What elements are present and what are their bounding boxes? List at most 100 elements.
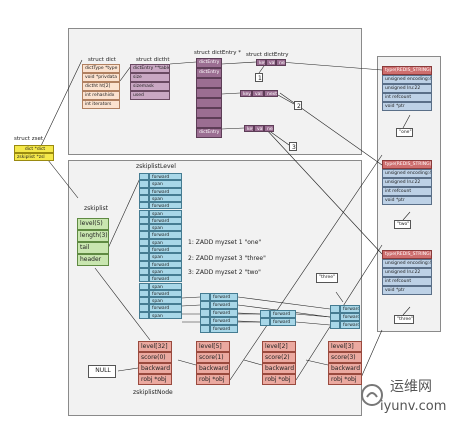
- robj-three-type: type(REDIS_STRING): [382, 250, 432, 259]
- dictentry-ptr-title: struct dictEntry *: [194, 50, 242, 56]
- level-forward: forward: [210, 309, 238, 317]
- node-title: zskiplistNode: [133, 389, 173, 396]
- node-2-field-2: backward: [262, 363, 296, 374]
- dict-field-privdata: void *privdata: [82, 73, 120, 82]
- level-span: span: [149, 180, 182, 188]
- level-span: span: [149, 297, 182, 305]
- level-slot: [139, 304, 149, 312]
- entry-3-next: next: [264, 125, 274, 132]
- dictht-field-table: dictEntry **table: [130, 64, 170, 73]
- level-slot: [139, 224, 149, 232]
- zskiplist-title: zskiplist: [84, 205, 109, 212]
- dict-field-iterators: int iterators: [82, 100, 120, 109]
- level-forward: forward: [270, 318, 296, 326]
- level-forward: forward: [149, 260, 182, 268]
- level-span: span: [149, 311, 182, 319]
- node-3-field-0: level[3]: [328, 341, 362, 352]
- node-0-field-3: robj *obj: [138, 374, 172, 385]
- level-forward: forward: [210, 301, 238, 309]
- robj-two-ptr: void *ptr: [382, 196, 432, 205]
- ref-1: 1: [255, 73, 263, 82]
- level-slot: [139, 238, 149, 246]
- level-slot: [139, 253, 149, 261]
- node-3-field-1: score(3): [328, 352, 362, 363]
- node-1-field-0: level[5]: [196, 341, 230, 352]
- node-1-field-1: score(1): [196, 352, 230, 363]
- level-slot: [139, 311, 149, 319]
- entry-2-val: val: [252, 90, 264, 97]
- dict-title: struct dict: [88, 57, 116, 63]
- node-0-field-1: score(0): [138, 352, 172, 363]
- string-one: "one": [396, 128, 413, 137]
- zset-title: struct zset: [14, 136, 43, 142]
- level-forward: forward: [149, 231, 182, 239]
- level-slot: [139, 202, 149, 210]
- robj-one-ptr: void *ptr: [382, 102, 432, 111]
- robj-three-ptr: void *ptr: [382, 286, 432, 295]
- entry-3-key: key: [244, 125, 254, 132]
- level-slot: [200, 309, 210, 317]
- ref-2: 2: [294, 101, 302, 110]
- dictentry-ptr-slot: [196, 78, 222, 88]
- level-span: span: [149, 194, 182, 203]
- node-2-field-3: robj *obj: [262, 374, 296, 385]
- dictentry-ptr-slot: [196, 108, 222, 118]
- level-slot: [139, 180, 149, 188]
- level-slot: [139, 260, 149, 268]
- dictht-field-sizemask: sizemask: [130, 82, 170, 91]
- level-slot: [139, 246, 149, 254]
- node-0-field-0: level[32]: [138, 341, 172, 352]
- node-2-field-1: score(2): [262, 352, 296, 363]
- node-2-field-0: level[2]: [262, 341, 296, 352]
- robj-three-encoding: unsigned encoding:4: [382, 259, 432, 268]
- level-slot: [260, 310, 270, 318]
- level-forward: forward: [149, 187, 182, 195]
- level-slot: [200, 325, 210, 333]
- level-span: span: [149, 253, 182, 261]
- level-slot: [139, 289, 149, 298]
- ref-3: 3: [289, 142, 297, 151]
- dictentry-ptr-slot: [196, 118, 222, 128]
- entry-3-val: val: [254, 125, 264, 132]
- string-three: "three": [394, 315, 414, 324]
- zskiplist-tail: tail: [77, 242, 109, 254]
- dictht-field-size: size: [130, 73, 170, 82]
- dictentry-title: struct dictEntry: [246, 52, 289, 58]
- level-forward: forward: [270, 310, 296, 318]
- entry-1-next: next: [276, 59, 286, 66]
- level-forward: forward: [149, 275, 182, 283]
- level-span: span: [149, 224, 182, 232]
- level-span: span: [149, 209, 182, 217]
- robj-two-refcount: int refcount: [382, 187, 432, 196]
- level-slot: [260, 318, 270, 326]
- dictht-title: struct dictht: [136, 57, 170, 63]
- zskiplist-length: length(3): [77, 230, 109, 242]
- level-slot: [139, 216, 149, 225]
- level-forward: forward: [340, 313, 360, 321]
- zset-dict-field: dict *dict: [14, 145, 54, 153]
- level-forward: forward: [340, 321, 360, 329]
- dictentry-ptr-row-2: dictEntry *: [196, 68, 222, 78]
- robj-one-type: type(REDIS_STRING): [382, 66, 432, 75]
- string-two: "two": [394, 220, 411, 229]
- three-tag: "three": [316, 273, 338, 283]
- dict-field-type: dictType *type: [82, 64, 120, 73]
- dictentry-ptr-row-1: dictEntry *: [196, 58, 222, 68]
- dictentry-ptr-slot: [196, 88, 222, 98]
- level-slot: [139, 267, 149, 276]
- entry-2-next: next: [264, 90, 278, 97]
- robj-one-refcount: int refcount: [382, 93, 432, 102]
- level-forward: forward: [210, 317, 238, 325]
- level-span: span: [149, 282, 182, 290]
- level-forward: forward: [149, 304, 182, 312]
- level-forward: forward: [149, 173, 182, 181]
- null-box: NULL: [88, 365, 116, 378]
- command-3: 3: ZADD myzset 2 "two": [188, 269, 261, 276]
- robj-one-encoding: unsigned encoding:4: [382, 75, 432, 84]
- level-slot: [139, 275, 149, 283]
- robj-two-encoding: unsigned encoding:4: [382, 169, 432, 178]
- node-1-field-3: robj *obj: [196, 374, 230, 385]
- level-forward: forward: [149, 289, 182, 298]
- level-forward: forward: [340, 305, 360, 313]
- dictht-field-used: used: [130, 91, 170, 100]
